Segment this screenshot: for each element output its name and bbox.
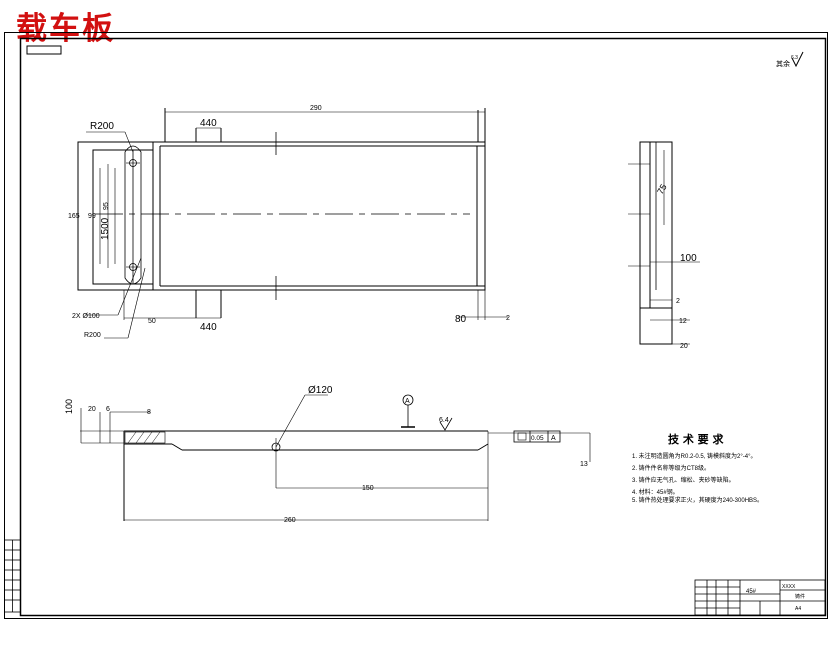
dim-front-20: 20 <box>88 406 96 413</box>
roughness-value-top: 6.3 <box>791 55 798 61</box>
datum-label: A <box>405 398 410 405</box>
tech-item-5: 5. 铸件热处理要求正火，其硬度为240-300HBS。 <box>632 496 763 504</box>
side-view-dim-labels: 75 100 2 12 20 <box>655 182 697 350</box>
roughness-symbol-group: 其余 6.3 <box>776 51 804 68</box>
tech-item-1: 1. 未注明造圆角为R0.2-0.5, 铸模斜度为2°-4°。 <box>632 452 757 460</box>
dim-radius-bottom: R200 <box>84 332 101 339</box>
dim-radius-top: R200 <box>90 121 114 132</box>
dim-left-bottom: 50 <box>148 318 156 325</box>
dim-width-top: 290 <box>310 105 322 112</box>
dim-side-2: 2 <box>676 298 680 305</box>
tech-title: 技 术 要 求 <box>668 432 724 446</box>
front-view-dim-labels: 100 20 6 8 Ø120 150 260 13 6.4 <box>64 385 588 524</box>
titleblock-part: 45# <box>746 589 757 595</box>
dim-front-260: 260 <box>284 517 296 524</box>
dim-side-100: 100 <box>680 253 697 264</box>
tolerance-datum: A <box>551 435 556 442</box>
title-tag-box <box>26 45 62 55</box>
sheet-border <box>4 32 828 619</box>
dim-seg-top: 440 <box>200 118 217 129</box>
title-block-labels: 45# XXXX 铸件 A4 <box>746 584 805 612</box>
dim-right-bottom: 80 <box>455 314 467 325</box>
tech-item-3: 3. 铸件应无气孔、缩松、夹砂等缺陷。 <box>632 476 735 484</box>
titleblock-code: XXXX <box>782 584 796 590</box>
top-view-dim-labels: 290 440 R200 165 99 95 1500 2X Ø100 R200… <box>68 105 510 339</box>
titleblock-sheet: A4 <box>795 606 801 612</box>
dim-height-inner: 95 <box>103 202 110 210</box>
dim-right-small: 2 <box>506 315 510 322</box>
tolerance-value: 0.05 <box>531 435 544 442</box>
dim-height-mid: 99 <box>88 213 96 220</box>
dim-front-100: 100 <box>64 399 74 414</box>
roughness-front: 6.4 <box>439 417 449 424</box>
dim-seg-bottom: 440 <box>200 322 217 333</box>
left-margin-strip <box>4 539 21 613</box>
datum-a-marker: A <box>402 394 414 406</box>
dim-side-diag: 75 <box>655 182 669 196</box>
title-watermark: 载车板 <box>16 11 115 47</box>
roughness-label: 其余 <box>776 59 790 68</box>
tech-item-4: 4. 材料：45#钢。 <box>632 488 679 496</box>
tolerance-frame: 0.05 A <box>513 430 561 443</box>
dim-holes: 2X Ø100 <box>72 313 100 320</box>
dim-front-13: 13 <box>580 461 588 468</box>
dim-front-8: 8 <box>147 409 151 416</box>
dim-side-20: 20 <box>680 343 688 350</box>
dim-front-hole: Ø120 <box>308 385 333 396</box>
front-view <box>80 394 591 521</box>
top-view <box>77 108 508 339</box>
dim-side-12: 12 <box>679 318 687 325</box>
dim-height-main: 1500 <box>100 217 111 240</box>
title-block <box>694 579 826 616</box>
dim-front-150: 150 <box>362 485 374 492</box>
tech-requirements: 技 术 要 求 1. 未注明造圆角为R0.2-0.5, 铸模斜度为2°-4°。 … <box>632 432 763 504</box>
titleblock-name: 铸件 <box>795 593 805 600</box>
side-view <box>628 141 700 345</box>
tech-item-2: 2. 铸件件名称等级为CT8级。 <box>632 464 710 472</box>
dim-front-6: 6 <box>106 406 110 413</box>
dim-height-outer: 165 <box>68 213 80 220</box>
